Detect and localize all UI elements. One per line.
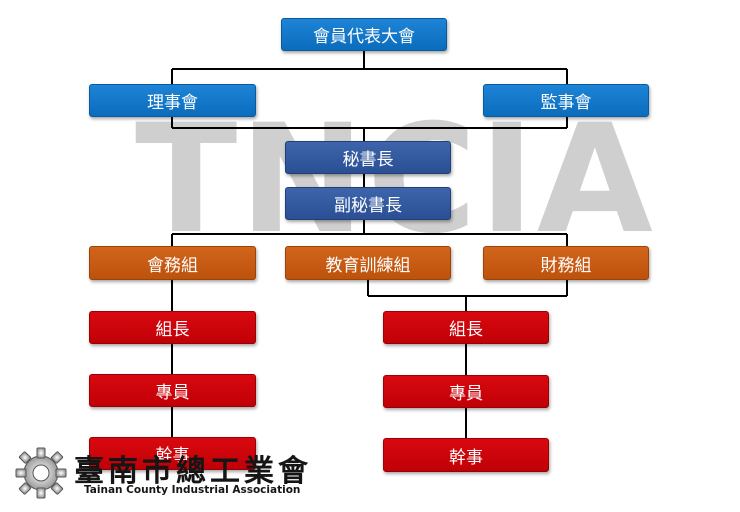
deputy-secretary-general-label: 副秘書長 [334, 196, 402, 216]
right-leader-label: 組長 [449, 320, 483, 340]
dept-finance-label: 財務組 [540, 255, 592, 276]
assembly-label: 會員代表大會 [313, 27, 415, 47]
dept-education-label: 教育訓練組 [325, 255, 411, 276]
tncia-watermark: TNCIA [135, 93, 655, 267]
association-logo-title: 臺南市總工業會 [74, 454, 312, 489]
gear-logo-icon [15, 447, 67, 499]
dept-finance-node: 財務組 [483, 246, 649, 280]
board-directors-node: 理事會 [89, 84, 256, 117]
right-officer-label: 幹事 [449, 447, 483, 468]
right-specialist-node: 專員 [383, 375, 549, 408]
left-specialist-node: 專員 [89, 374, 256, 407]
left-officer-node: 幹事 [89, 437, 256, 470]
left-specialist-label: 專員 [155, 383, 190, 403]
board-supervisors-label: 監事會 [540, 93, 592, 113]
left-leader-label: 組長 [155, 320, 190, 340]
right-officer-node: 幹事 [383, 438, 549, 472]
board-supervisors-node: 監事會 [483, 84, 649, 117]
left-leader-node: 組長 [89, 311, 256, 344]
dept-affairs-label: 會務組 [147, 255, 198, 276]
dept-education-node: 教育訓練組 [285, 246, 451, 280]
right-specialist-label: 專員 [449, 384, 483, 404]
board-directors-label: 理事會 [147, 93, 198, 113]
left-officer-label: 幹事 [155, 446, 190, 466]
dept-affairs-node: 會務組 [89, 246, 256, 280]
right-leader-node: 組長 [383, 311, 549, 344]
association-logo-subtitle: Tainan County Industrial Association [84, 484, 301, 496]
assembly-node: 會員代表大會 [281, 18, 447, 51]
deputy-secretary-general-node: 副秘書長 [285, 187, 451, 220]
secretary-general-node: 秘書長 [285, 141, 451, 174]
secretary-general-label: 秘書長 [342, 150, 394, 170]
